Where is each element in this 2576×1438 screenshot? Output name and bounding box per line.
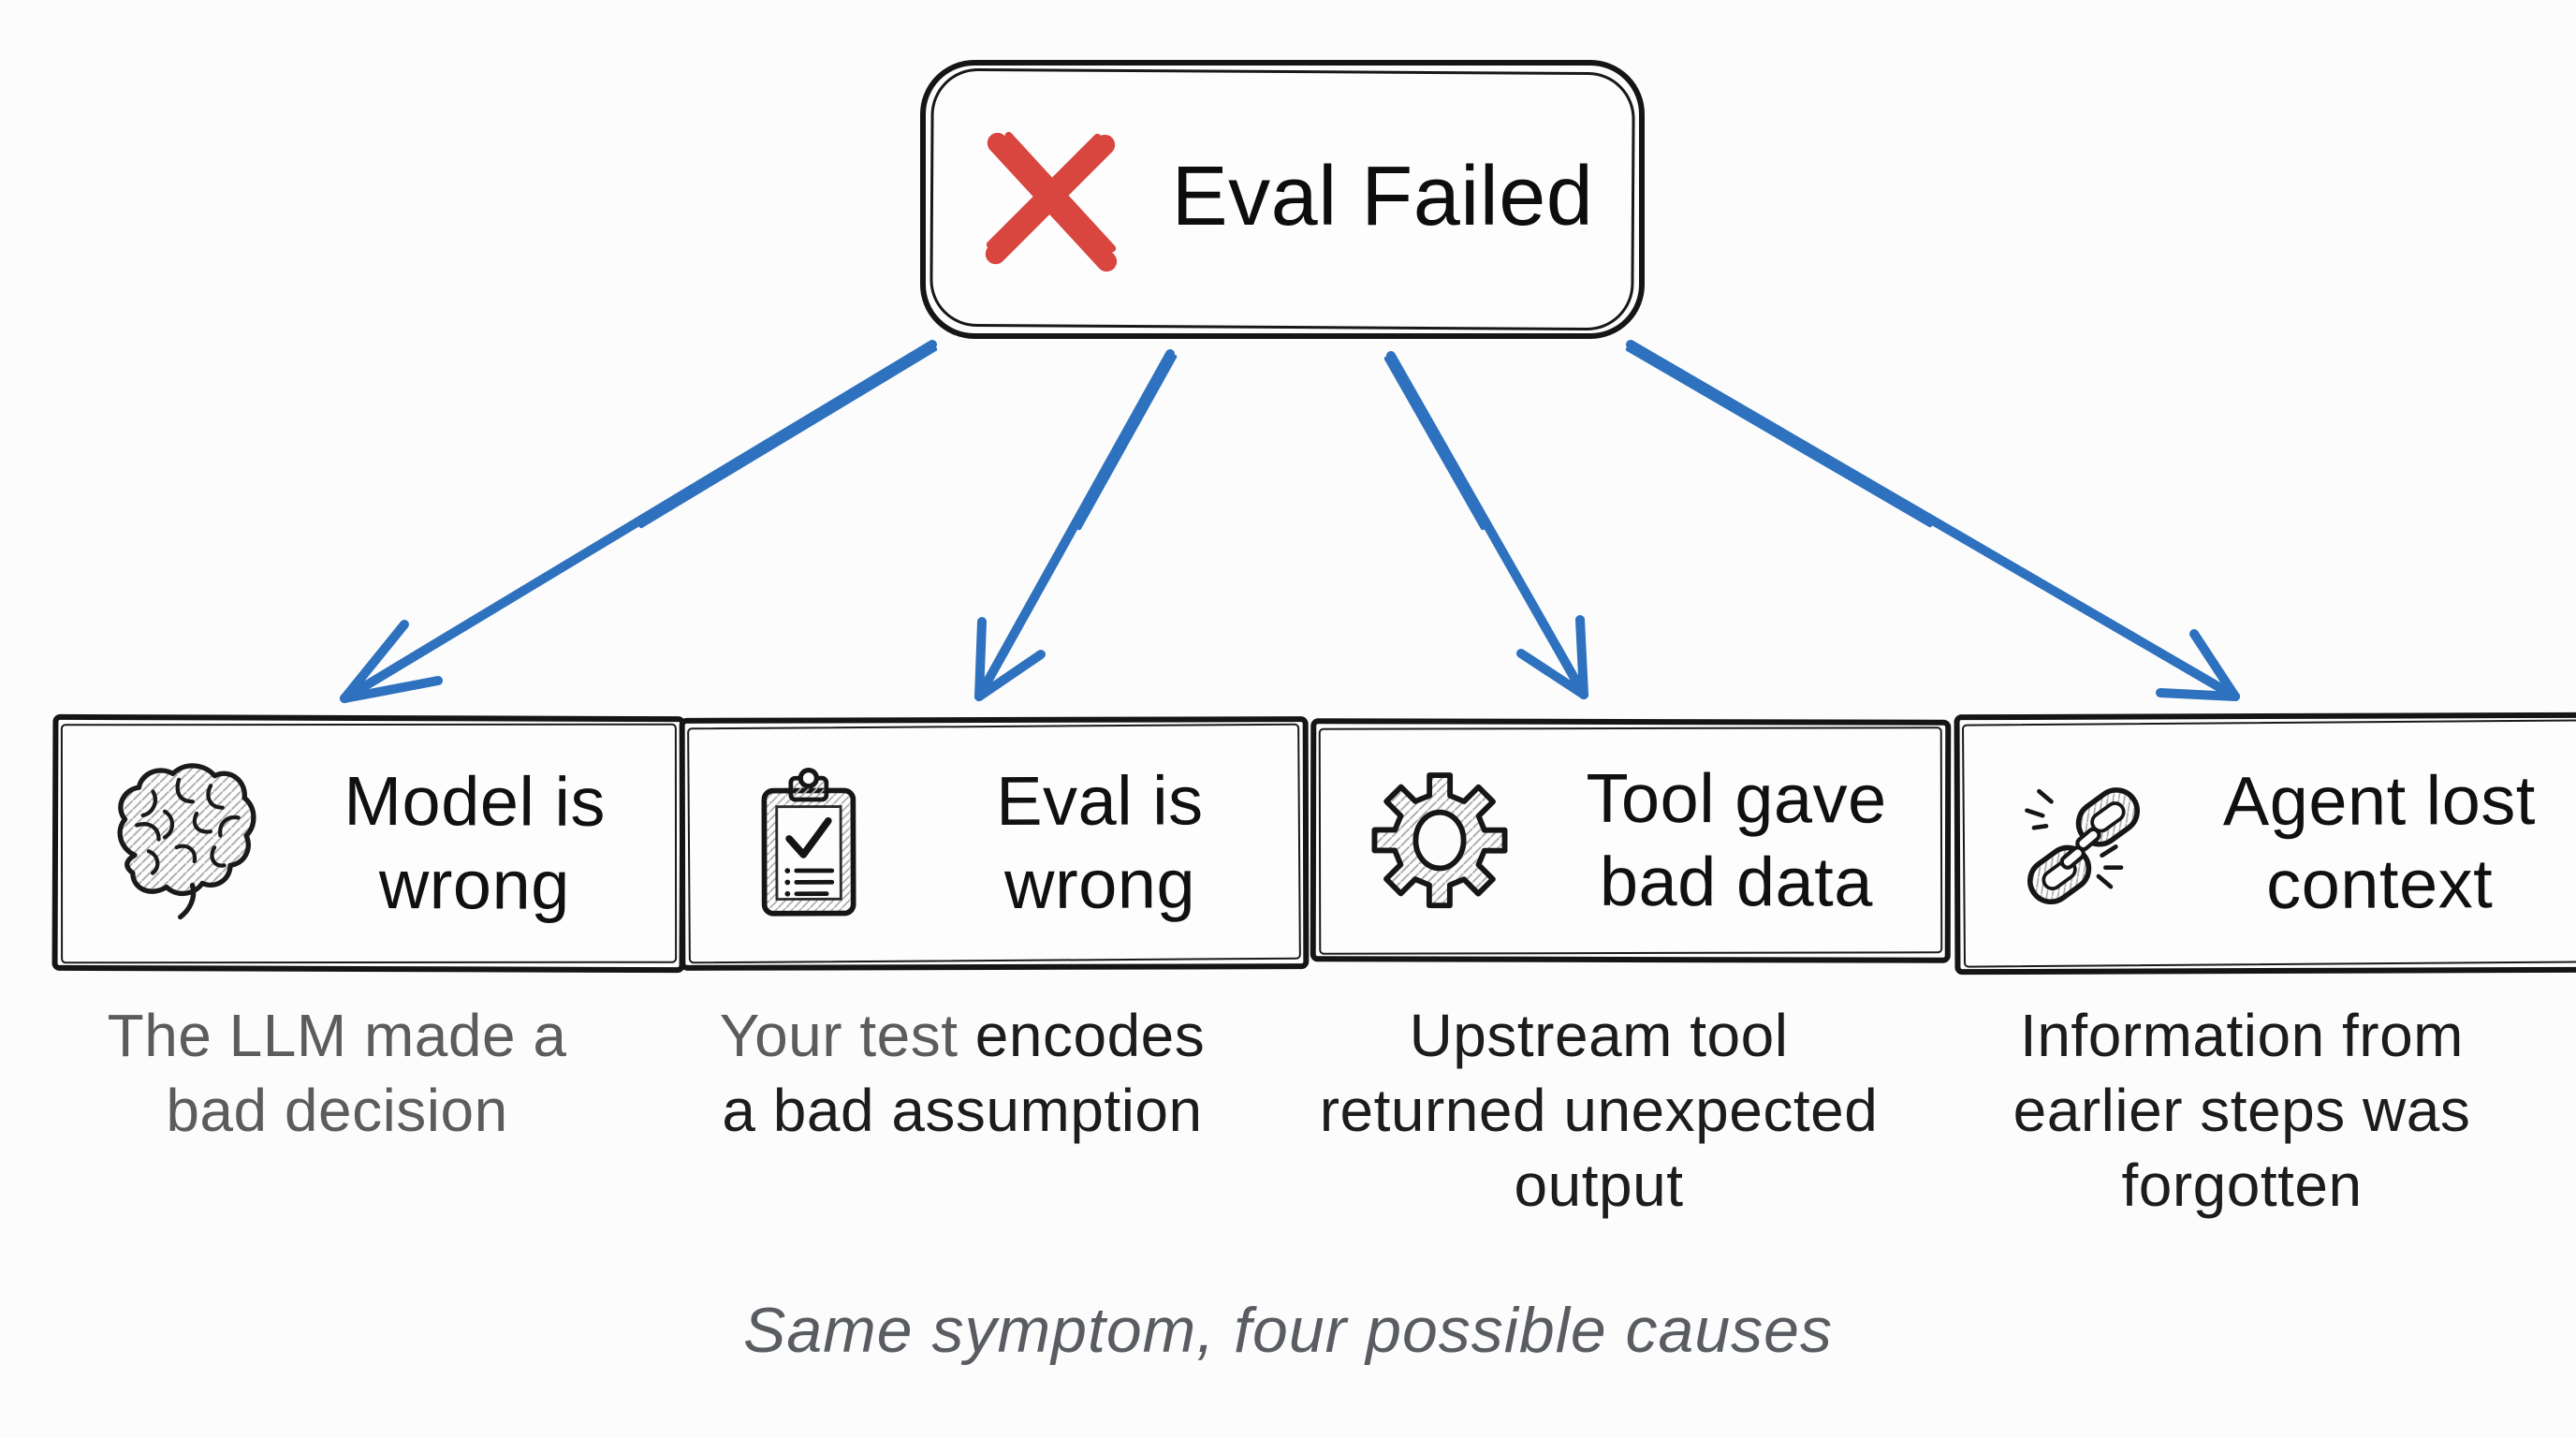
card-title: Tool gave bad data [1586, 759, 1887, 921]
clipboard-check-icon [717, 763, 900, 925]
arrow-to-context-card [1625, 340, 2240, 701]
caption-model-is-wrong: The LLM made a bad decision [107, 1002, 567, 1144]
caption-eval-is-wrong: Your test encodes a bad assumption [719, 1002, 1206, 1144]
caption-dark-segment: encodes [974, 1002, 1206, 1069]
card-tool-gave-bad-data: Tool gave bad data [1310, 718, 1952, 963]
eval-failed-node: Eval Failed [920, 60, 1645, 339]
red-x-icon [985, 131, 1117, 272]
card-eval-is-wrong: Eval is wrong [679, 716, 1310, 971]
card-title: Agent lost context [2222, 761, 2537, 924]
caption-agent-lost-context: Information from earlier steps was forgo… [2012, 1002, 2471, 1219]
card-title: Model is wrong [344, 762, 607, 924]
arrow-to-eval-card [974, 349, 1178, 701]
arrow-to-model-card [340, 340, 938, 703]
eval-failed-label: Eval Failed [1171, 149, 1594, 243]
gear-icon [1348, 765, 1531, 915]
card-title: Eval is wrong [996, 761, 1204, 923]
footer-caption: Same symptom, four possible causes [742, 1295, 1834, 1366]
card-agent-lost-context: Agent lost context [1954, 712, 2576, 976]
broken-chain-icon [1992, 770, 2176, 918]
arrow-to-tool-card [1383, 351, 1588, 699]
brain-icon [90, 756, 274, 931]
caption-tool-gave-bad-data: Upstream tool returned unexpected output [1319, 1002, 1879, 1219]
caption-muted-segment: Your test [719, 1002, 975, 1069]
card-model-is-wrong: Model is wrong [51, 713, 686, 974]
